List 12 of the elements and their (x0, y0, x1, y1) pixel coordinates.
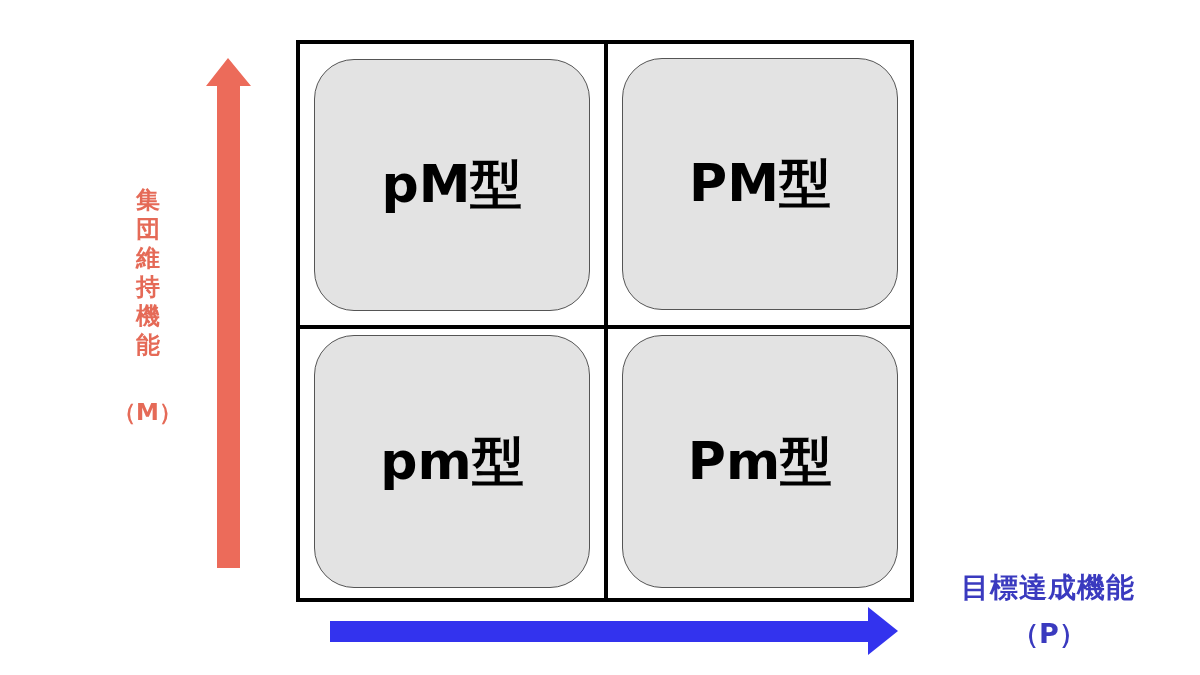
type-label: pM型 (381, 156, 523, 214)
type-label: Pm型 (687, 432, 833, 491)
quadrant-box (622, 58, 898, 310)
axis-label: 目標達成機能 (961, 572, 1135, 605)
quadrant-box (314, 59, 590, 311)
quadrant-box (314, 335, 590, 588)
axis-label: 集団維持機能 (136, 186, 160, 360)
type-label: PM型 (689, 155, 831, 213)
axis-label: （M） (113, 399, 182, 426)
axis-label: （P） (1012, 618, 1086, 650)
type-label: pm型 (380, 432, 524, 491)
quadrant-box (622, 335, 898, 588)
